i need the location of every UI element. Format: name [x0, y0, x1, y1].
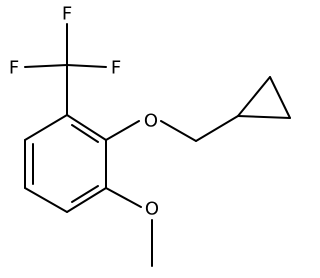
fluorine-atom-right: F	[111, 58, 121, 79]
bond-c-f-right	[66, 64, 107, 68]
cyclopropyl-bond-1	[237, 76, 271, 117]
fluorine-atom-top: F	[62, 4, 72, 25]
structure-diagram: F F F O O	[9, 4, 291, 267]
cyclopropyl-bond-3	[237, 115, 291, 119]
bond-ring-o-methoxy	[105, 187, 142, 208]
bond-ring-o-ether	[105, 120, 140, 141]
cyclopropyl-bond-2	[269, 76, 291, 119]
ring-double-bond-a	[71, 124, 99, 143]
fluorine-atom-left: F	[9, 58, 19, 79]
ether-oxygen-atom: O	[144, 111, 158, 132]
bond-o-ch2	[160, 120, 197, 142]
ring-bond-1	[66, 114, 107, 141]
ring-bond-4	[24, 187, 68, 213]
ring-bond-6	[24, 114, 68, 141]
ring-double-bond-b	[71, 185, 99, 203]
bond-c-f-left	[24, 64, 68, 68]
bond-ch2-cyclopropyl	[195, 115, 239, 142]
methoxy-oxygen-atom: O	[145, 199, 159, 220]
ring-bond-3	[66, 187, 107, 213]
